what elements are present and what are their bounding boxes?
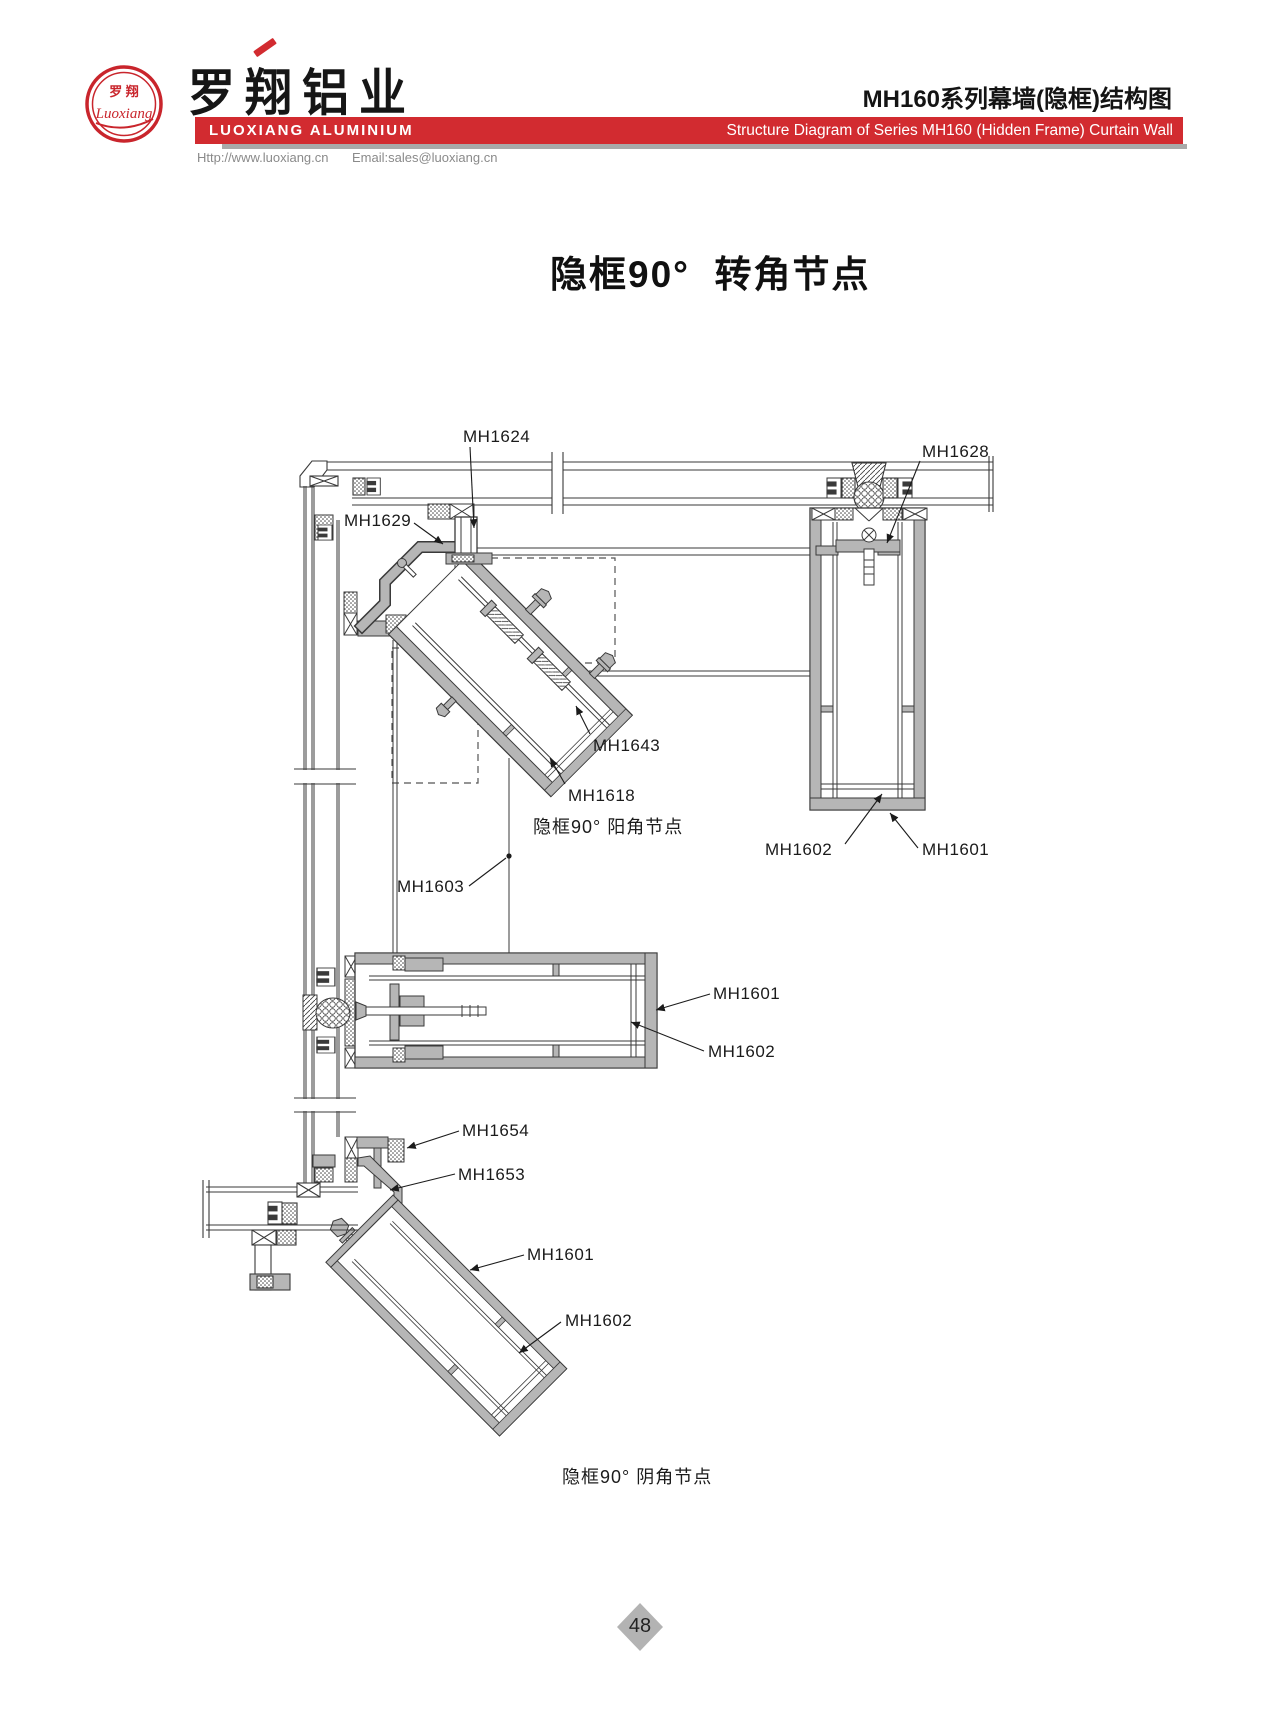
top-beam xyxy=(299,452,994,514)
part-label-mh1629: MH1629 xyxy=(344,511,412,530)
left-wall-member xyxy=(294,486,407,1186)
part-label-mh1653: MH1653 xyxy=(458,1165,526,1184)
glass-lines xyxy=(392,547,810,953)
bolt-icon xyxy=(435,696,457,718)
logo-script-text: Luoxiang xyxy=(95,106,153,122)
caption-inside-corner: 隐框90° 阴角节点 xyxy=(562,1467,713,1487)
part-label-mh1603: MH1603 xyxy=(397,877,465,896)
threaded-rod-icon xyxy=(479,599,525,645)
right-mullion-assembly xyxy=(809,507,928,811)
part-label-mh1628: MH1628 xyxy=(922,442,990,461)
part-label-mh1643: MH1643 xyxy=(593,736,661,755)
page-title: 隐框90° 转角节点 xyxy=(550,254,871,295)
part-label-mh1601-mid: MH1601 xyxy=(713,984,781,1003)
bolt-icon xyxy=(588,652,616,680)
screw-icon xyxy=(355,1001,367,1021)
part-label-mh1654: MH1654 xyxy=(462,1121,530,1140)
part-label-mh1602-right: MH1602 xyxy=(765,840,833,859)
page-number-diamond xyxy=(617,1603,663,1651)
leader-lines xyxy=(389,446,921,1354)
logo-cn-text: 罗 翔 xyxy=(109,84,139,99)
screw-icon xyxy=(397,558,417,578)
series-title-cn: MH160系列幕墙(隐框)结构图 xyxy=(862,86,1172,113)
email-address: Email:sales@luoxiang.cn xyxy=(352,150,498,165)
bolt-icon xyxy=(524,588,552,616)
header-banner: LUOXIANG ALUMINIUM Structure Diagram of … xyxy=(195,117,1183,144)
wall-transom-junction xyxy=(302,955,358,1069)
website-url: Http://www.luoxiang.cn xyxy=(197,150,329,165)
bottom-beam xyxy=(202,1180,358,1291)
part-label-mh1618: MH1618 xyxy=(568,786,636,805)
series-title-en: Structure Diagram of Series MH160 (Hidde… xyxy=(726,121,1174,139)
part-label-mh1624: MH1624 xyxy=(463,427,531,446)
brand-name-cn: 罗翔铝业 xyxy=(188,64,416,122)
brand-name-en: LUOXIANG ALUMINIUM xyxy=(209,122,414,139)
part-label-mh1602-mid: MH1602 xyxy=(708,1042,776,1061)
sealant-gasket-icon xyxy=(315,997,351,1029)
part-label-mh1601-bottom: MH1601 xyxy=(527,1245,595,1264)
company-logo: 罗 翔 Luoxiang xyxy=(85,65,163,143)
banner-shadow xyxy=(222,144,1187,149)
page-number: 48 xyxy=(628,1615,652,1637)
caption-outside-corner: 隐框90° 阳角节点 xyxy=(533,817,684,837)
threaded-rod-icon xyxy=(526,646,572,692)
part-label-mh1601-right: MH1601 xyxy=(922,840,990,859)
inside-corner-assembly xyxy=(325,1194,568,1437)
part-label-mh1602-bottom: MH1602 xyxy=(565,1311,633,1330)
middle-transom-assembly xyxy=(354,952,658,1069)
